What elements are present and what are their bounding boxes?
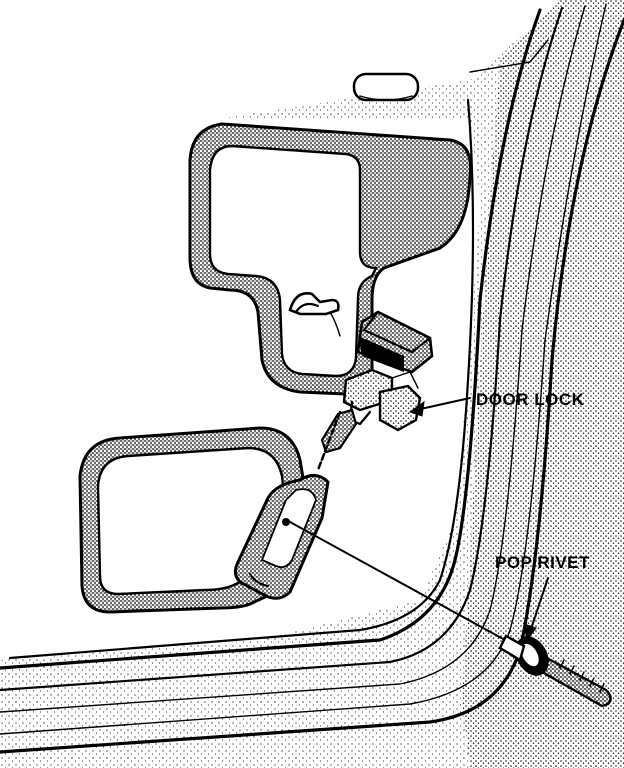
- pop-rivet-leader: [523, 577, 549, 642]
- inside-handle: [233, 474, 330, 600]
- door-lock-label: DOOR LOCK: [476, 390, 585, 409]
- panel-slot: [352, 72, 420, 102]
- rivet-alignment-line: [289, 521, 506, 641]
- rod-clip: [288, 292, 341, 337]
- pop-rivet-label: POP RIVET: [495, 553, 590, 572]
- door-lock-leader: [408, 397, 471, 417]
- upper-access-opening: [188, 122, 473, 396]
- lock-rod: [316, 408, 358, 472]
- pop-rivet: [498, 634, 612, 708]
- door-lock-assembly: [342, 310, 434, 432]
